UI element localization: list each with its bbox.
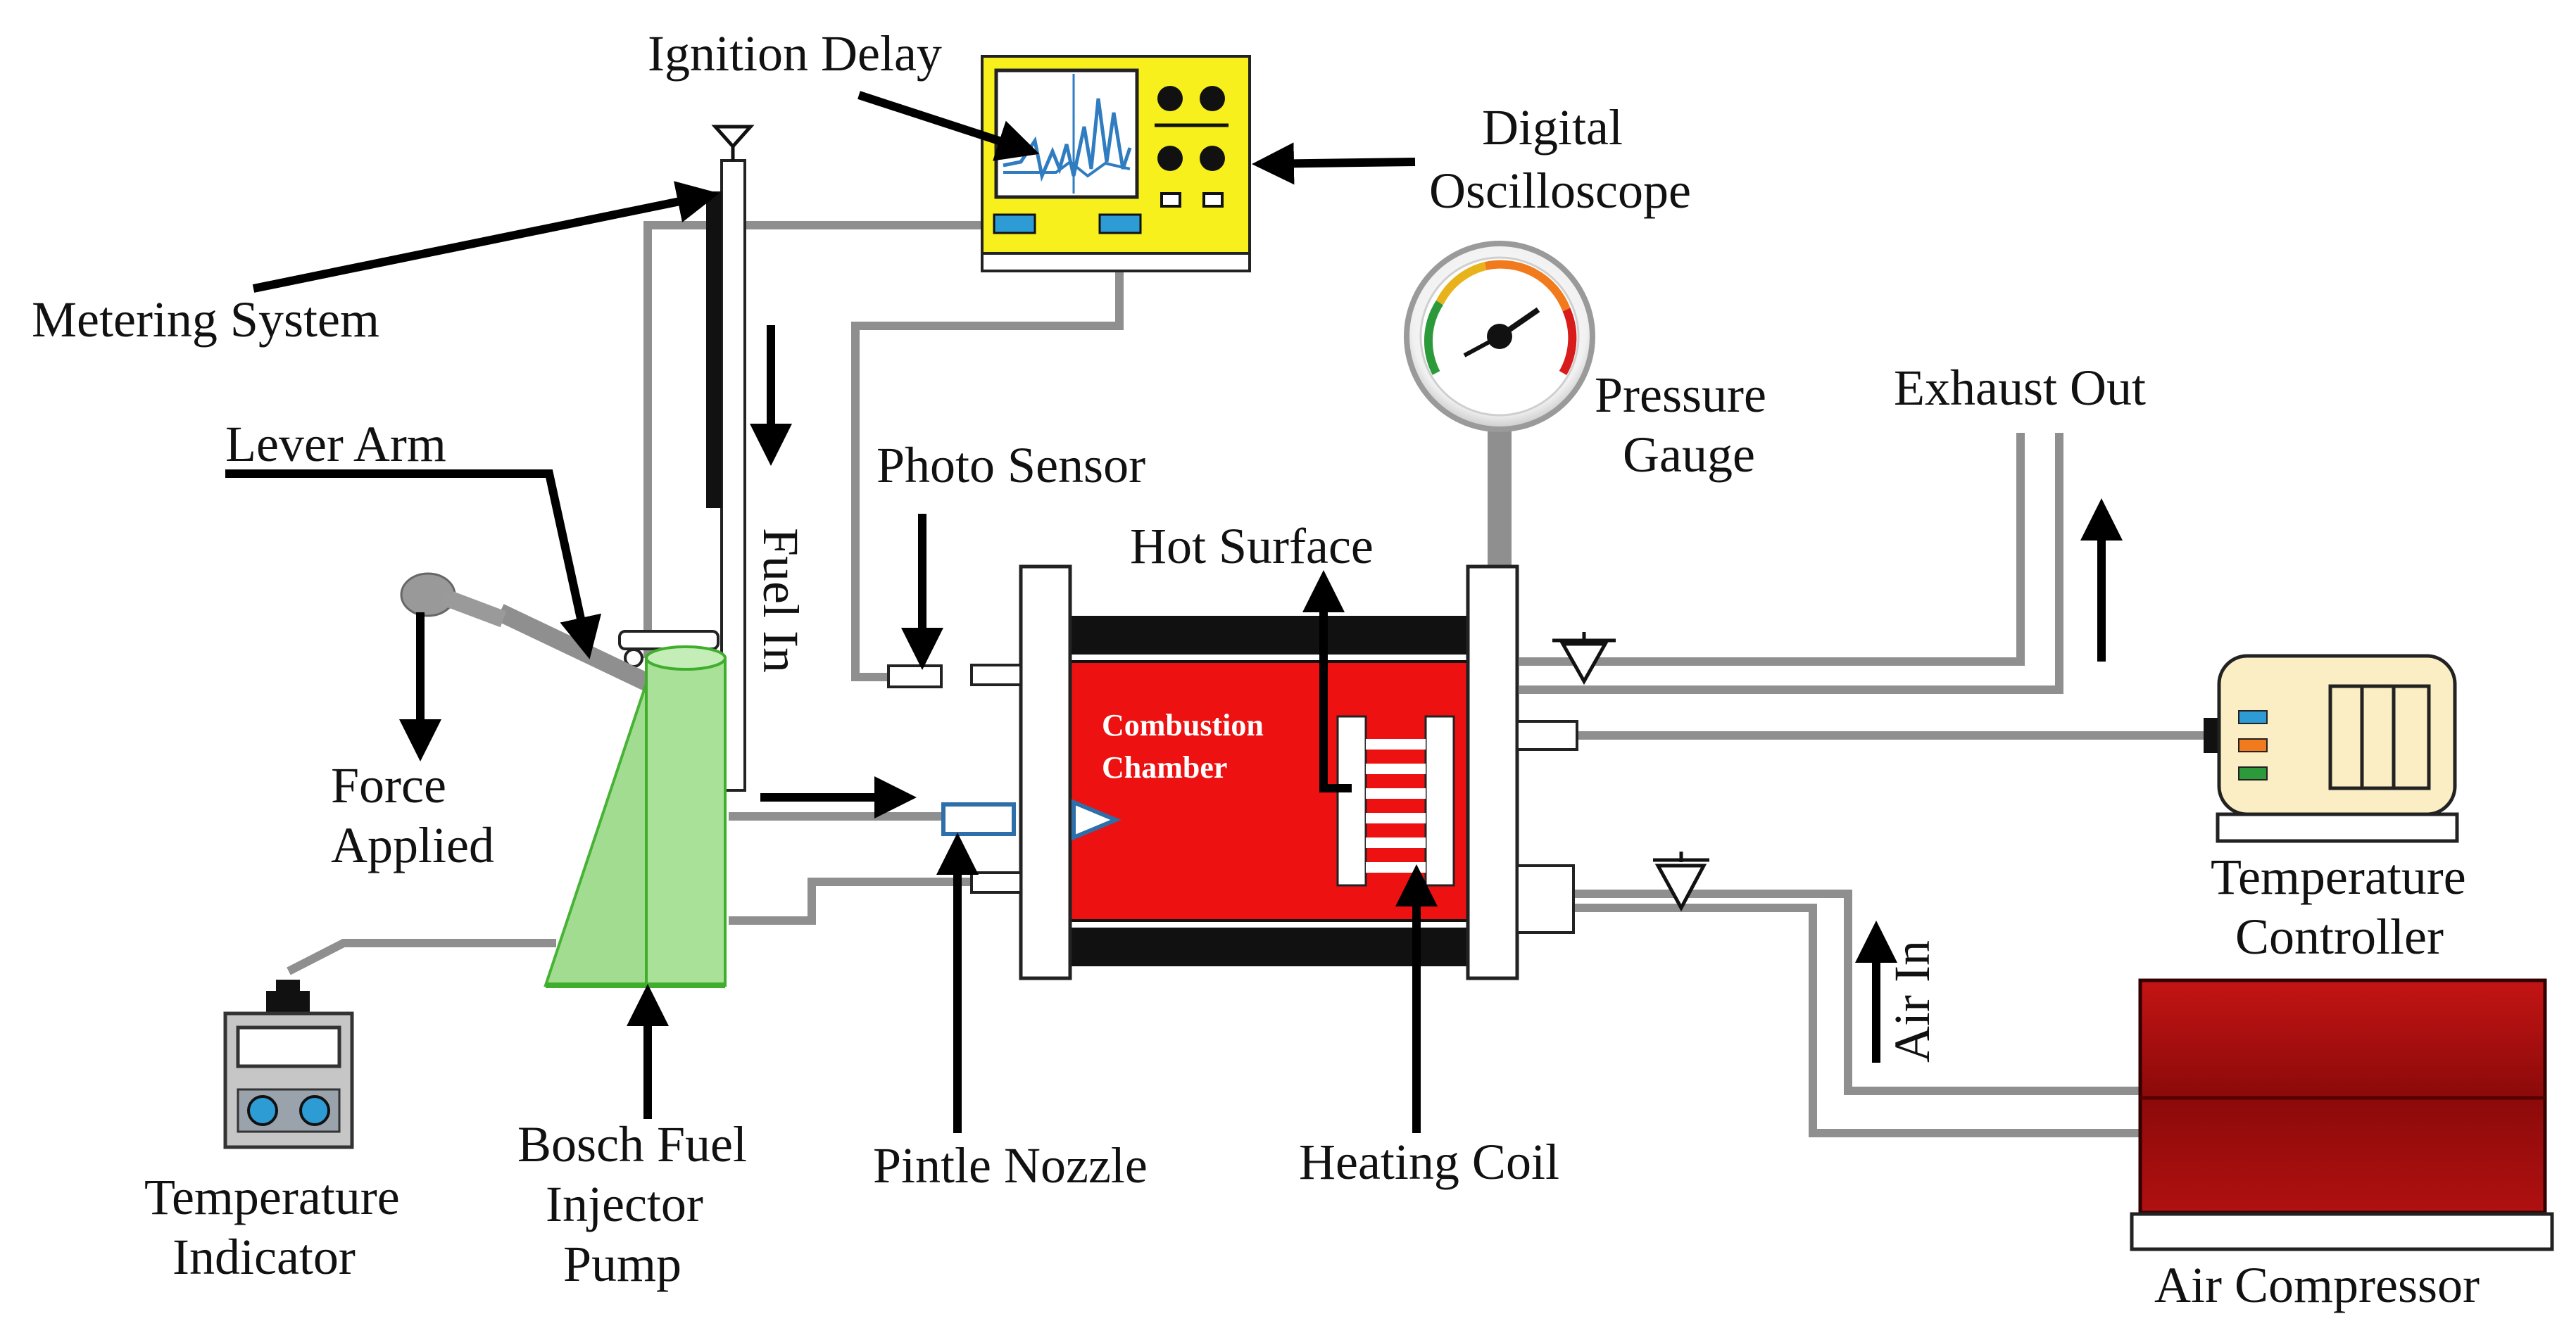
- fuel-in-label: Fuel In: [753, 528, 809, 673]
- lever-arm: [400, 572, 652, 691]
- photo-sensor-label: Photo Sensor: [877, 437, 1145, 493]
- hot-surface-label: Hot Surface: [1130, 518, 1374, 574]
- controller-icon: [2204, 654, 2459, 843]
- pressure-gauge-label-1: Pressure: [1595, 367, 1766, 423]
- valves: [1552, 632, 1709, 912]
- oscilloscope-icon: [981, 55, 1251, 272]
- bosch-pump-label-2: Injector: [546, 1176, 703, 1232]
- gauge-icon: [1404, 241, 1595, 432]
- bosch-pump-label-3: Pump: [563, 1236, 681, 1292]
- combustion-chamber-label-1: Combustion: [1102, 708, 1264, 742]
- pressure-gauge-label-2: Gauge: [1623, 426, 1755, 483]
- temperature-indicator-label-2: Indicator: [172, 1229, 356, 1285]
- digital-oscilloscope-label-2: Oscilloscope: [1429, 163, 1691, 219]
- compressor-icon: [2130, 978, 2554, 1251]
- lever-arm-label: Lever Arm: [225, 416, 446, 472]
- indicator-icon: [223, 980, 354, 1149]
- heating-coil: [1336, 715, 1455, 887]
- leader-arrows: [225, 91, 2123, 1133]
- pintle-nozzle-label: Pintle Nozzle: [873, 1137, 1148, 1194]
- ignition-delay-label: Ignition Delay: [648, 25, 942, 82]
- exhaust-out-label: Exhaust Out: [1894, 360, 2146, 416]
- heating-coil-label: Heating Coil: [1299, 1134, 1559, 1190]
- air-in-label: Air In: [1884, 940, 1940, 1063]
- temperature-controller-label-1: Temperature: [2211, 849, 2466, 905]
- labels: Ignition Delay Digital Oscilloscope Mete…: [32, 25, 2480, 1313]
- air-compressor-label: Air Compressor: [2154, 1257, 2480, 1313]
- temperature-controller-label-2: Controller: [2235, 909, 2444, 965]
- bosch-pump-label-1: Bosch Fuel: [517, 1116, 747, 1172]
- metering-system-label: Metering System: [32, 291, 379, 348]
- temperature-indicator-label-1: Temperature: [144, 1169, 400, 1225]
- force-applied-label-2: Applied: [331, 817, 494, 873]
- combustion-chamber: [887, 564, 1578, 980]
- force-applied-label-1: Force: [331, 757, 446, 814]
- pipes: [287, 221, 2204, 1137]
- bosch-fuel-injector-pump: [544, 645, 727, 988]
- combustion-chamber-label-2: Chamber: [1102, 750, 1227, 785]
- digital-oscilloscope-label-1: Digital: [1482, 99, 1623, 156]
